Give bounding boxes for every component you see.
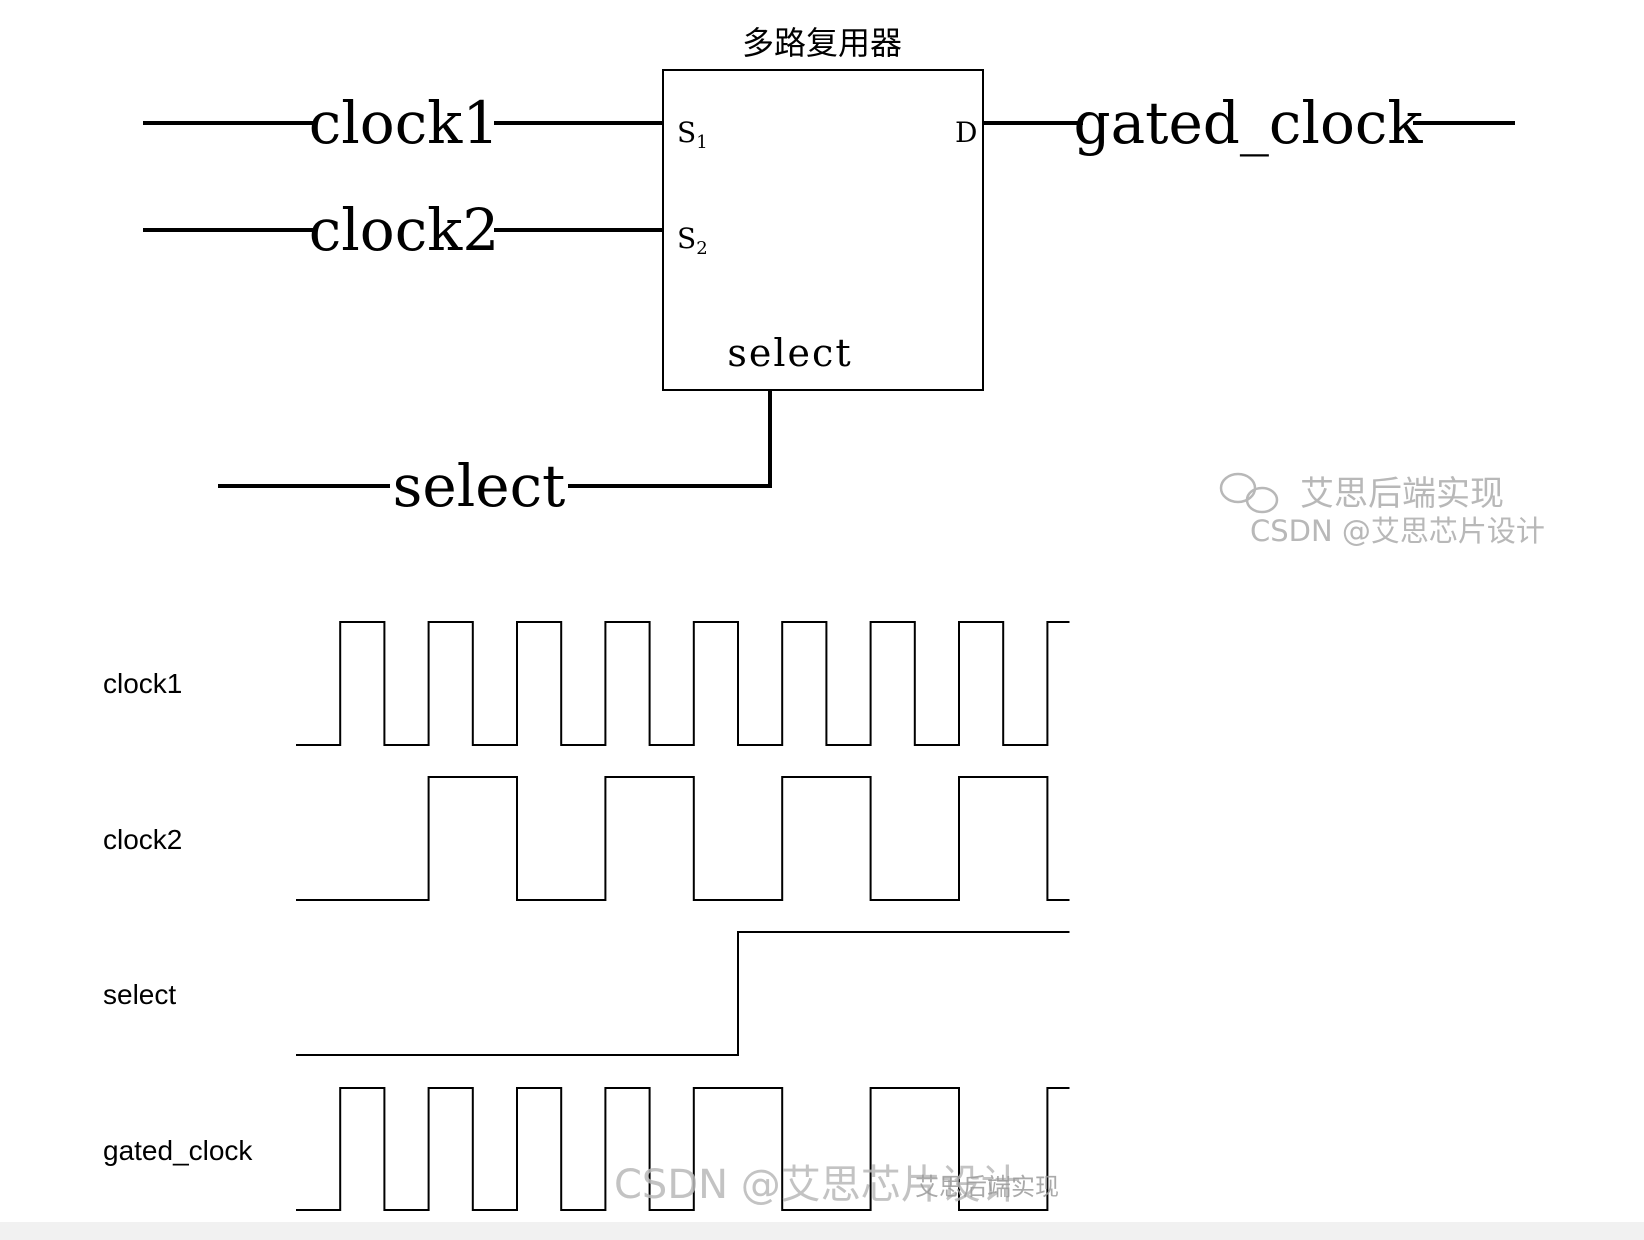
csdn-watermark-bottom: CSDN @艾思芯片设计	[614, 1162, 1021, 1208]
waveform-clock2	[296, 776, 1070, 901]
port-d-label: D	[955, 116, 977, 149]
port-select-label: select	[727, 331, 852, 375]
timing-label-clock1: clock1	[103, 668, 182, 699]
port-s2-label: S2	[677, 222, 708, 259]
bottom-strip	[0, 1222, 1644, 1240]
timing-label-select: select	[103, 979, 176, 1010]
wire-labels: clock1 clock2 select gated_clock	[309, 89, 1424, 520]
waveform-clock1	[296, 621, 1070, 746]
waveform-gated-clock	[296, 1087, 1070, 1211]
timing-label-gated-clock: gated_clock	[103, 1135, 253, 1166]
waveform-select	[296, 931, 1070, 1056]
port-s1-label: S1	[677, 116, 708, 153]
timing-diagram: clock1 clock2 select gated_clock	[103, 621, 1070, 1211]
wechat-icon	[1219, 472, 1279, 514]
wechat-watermark-bottom-small: 艾思后端实现	[915, 1173, 1059, 1201]
mux-block: 多路复用器 S1 S2 D select	[662, 24, 984, 391]
clock1-wire-label: clock1	[309, 89, 499, 157]
select-wire-label: select	[393, 452, 566, 520]
mux-title: 多路复用器	[742, 24, 902, 62]
gated-clock-wire-label: gated_clock	[1073, 89, 1423, 157]
csdn-watermark-top: CSDN @艾思芯片设计	[1250, 514, 1545, 548]
timing-label-clock2: clock2	[103, 824, 182, 855]
wires	[143, 121, 1515, 488]
clock2-wire-label: clock2	[309, 196, 499, 264]
select-wire-right	[568, 390, 772, 488]
wechat-watermark-text: 艾思后端实现	[1300, 474, 1504, 514]
wechat-watermark: 艾思后端实现	[1219, 472, 1504, 514]
